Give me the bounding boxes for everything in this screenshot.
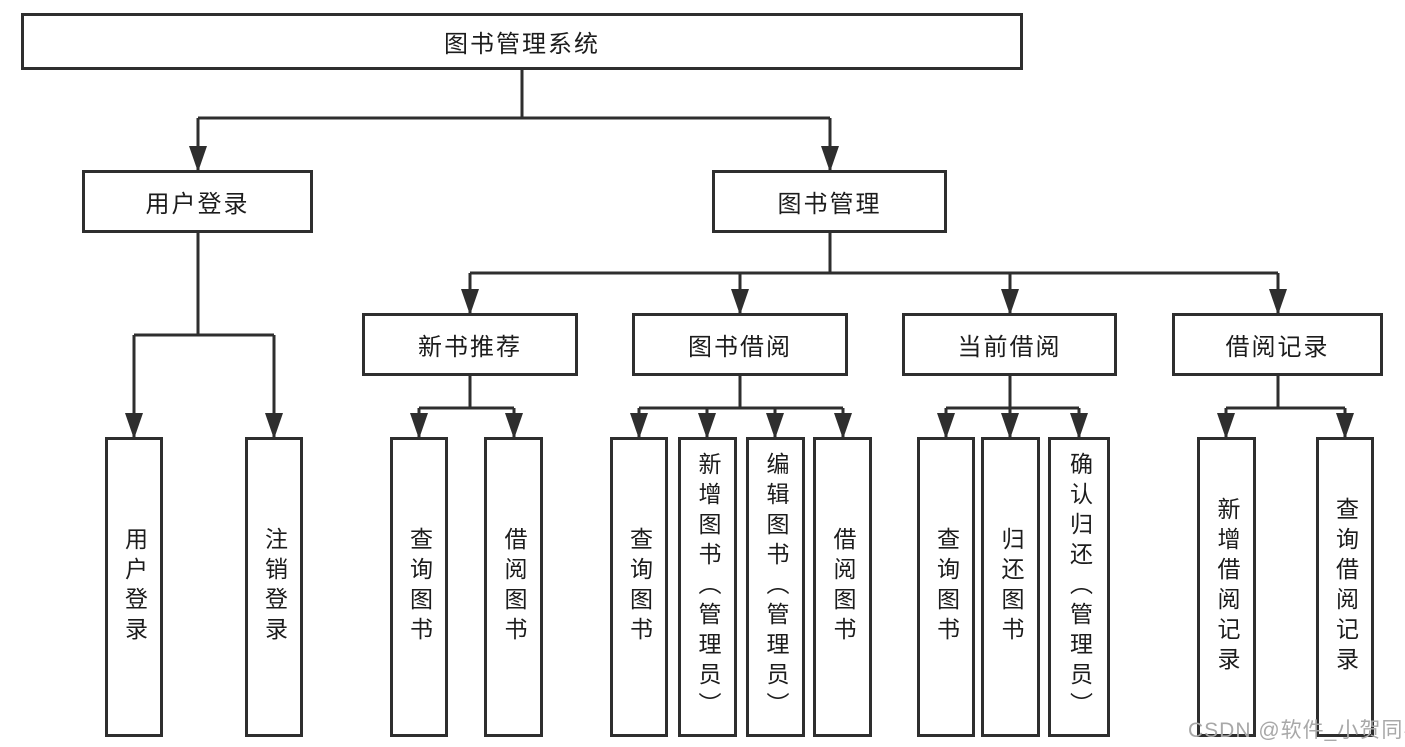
node-new-book-recommend: 新书推荐	[362, 313, 578, 376]
node-bb-edit-books-admin: 编辑图书（管理员）	[746, 437, 805, 737]
node-bb-borrow-books: 借阅图书	[813, 437, 872, 737]
node-cb-confirm-return-admin: 确认归还（管理员）	[1048, 437, 1110, 737]
node-logout-leaf: 注销登录	[245, 437, 303, 737]
node-bb-query-books-label: 查询图书	[626, 527, 653, 647]
node-book-borrow: 图书借阅	[632, 313, 848, 376]
node-new-book-recommend-label: 新书推荐	[418, 334, 522, 361]
node-borrow-record: 借阅记录	[1172, 313, 1383, 376]
node-rec-query-books-label: 查询图书	[406, 527, 433, 647]
node-bb-edit-books-admin-label: 编辑图书（管理员）	[763, 452, 789, 722]
node-rec-borrow-books-label: 借阅图书	[501, 527, 527, 647]
node-root-label: 图书管理系统	[444, 31, 600, 58]
node-bb-query-books: 查询图书	[610, 437, 668, 737]
csdn-watermark: CSDN @软件_小贺同学	[1188, 719, 1405, 742]
node-br-add-record: 新增借阅记录	[1197, 437, 1256, 737]
node-br-query-record: 查询借阅记录	[1316, 437, 1374, 737]
node-rec-query-books: 查询图书	[390, 437, 448, 737]
node-borrow-record-label: 借阅记录	[1225, 334, 1330, 361]
node-root: 图书管理系统	[21, 13, 1023, 70]
node-cb-query-books-label: 查询图书	[933, 527, 960, 647]
node-logout-leaf-label: 注销登录	[261, 527, 288, 647]
node-book-management: 图书管理	[712, 170, 947, 233]
node-current-borrow-label: 当前借阅	[957, 334, 1062, 361]
node-bb-add-books-admin: 新增图书（管理员）	[678, 437, 737, 737]
node-current-borrow: 当前借阅	[902, 313, 1117, 376]
node-cb-query-books: 查询图书	[917, 437, 975, 737]
node-login-leaf-label: 用户登录	[121, 527, 148, 647]
node-cb-return-books: 归还图书	[981, 437, 1040, 737]
node-login-leaf: 用户登录	[105, 437, 163, 737]
node-bb-borrow-books-label: 借阅图书	[830, 527, 856, 647]
node-book-borrow-label: 图书借阅	[688, 334, 792, 361]
node-user-login: 用户登录	[82, 170, 313, 233]
node-br-add-record-label: 新增借阅记录	[1214, 497, 1240, 677]
node-book-management-label: 图书管理	[777, 191, 882, 218]
node-cb-confirm-return-admin-label: 确认归还（管理员）	[1066, 452, 1093, 722]
connector-rails	[134, 70, 1345, 410]
node-br-query-record-label: 查询借阅记录	[1332, 497, 1359, 677]
node-user-login-label: 用户登录	[145, 191, 250, 218]
node-cb-return-books-label: 归还图书	[998, 527, 1024, 647]
node-bb-add-books-admin-label: 新增图书（管理员）	[695, 452, 721, 722]
node-rec-borrow-books: 借阅图书	[484, 437, 543, 737]
